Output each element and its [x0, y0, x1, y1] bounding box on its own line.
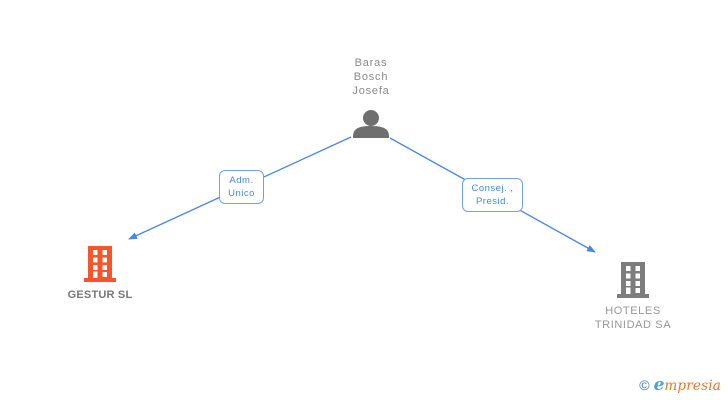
- brand-initial: e: [653, 375, 665, 395]
- edge-label-line: Adm.: [229, 175, 254, 186]
- person-icon: [353, 110, 389, 138]
- company-node-hoteles-trinidad[interactable]: HOTELES TRINIDAD SA: [568, 262, 698, 332]
- edge-label-line: Presid.: [475, 196, 510, 207]
- edge-label-consej-presid: Consej. , Presid.: [462, 178, 523, 212]
- company-name-line: TRINIDAD SA: [594, 319, 672, 331]
- person-name-line: Baras: [354, 57, 388, 69]
- brand-name: mpresia: [664, 378, 721, 394]
- company-name: GESTUR SL: [67, 289, 133, 301]
- copyright-icon: ©: [639, 377, 650, 393]
- person-name: Baras Bosch Josefa: [296, 56, 446, 98]
- company-node-gestur[interactable]: GESTUR SL: [35, 246, 165, 302]
- edge-label-adm-unico: Adm. Unico: [219, 170, 264, 204]
- edge-label-line: Consej. ,: [471, 183, 514, 194]
- building-icon: [84, 246, 116, 282]
- person-name-line: Josefa: [352, 85, 390, 97]
- empresia-logo[interactable]: © e mpresia: [639, 375, 721, 395]
- company-name-line: HOTELES: [605, 305, 661, 317]
- edge-label-line: Unico: [228, 188, 255, 199]
- person-name-line: Bosch: [353, 71, 389, 83]
- company-name: HOTELES TRINIDAD SA: [568, 304, 698, 332]
- building-icon: [617, 262, 649, 298]
- person-node[interactable]: Baras Bosch Josefa: [296, 56, 446, 139]
